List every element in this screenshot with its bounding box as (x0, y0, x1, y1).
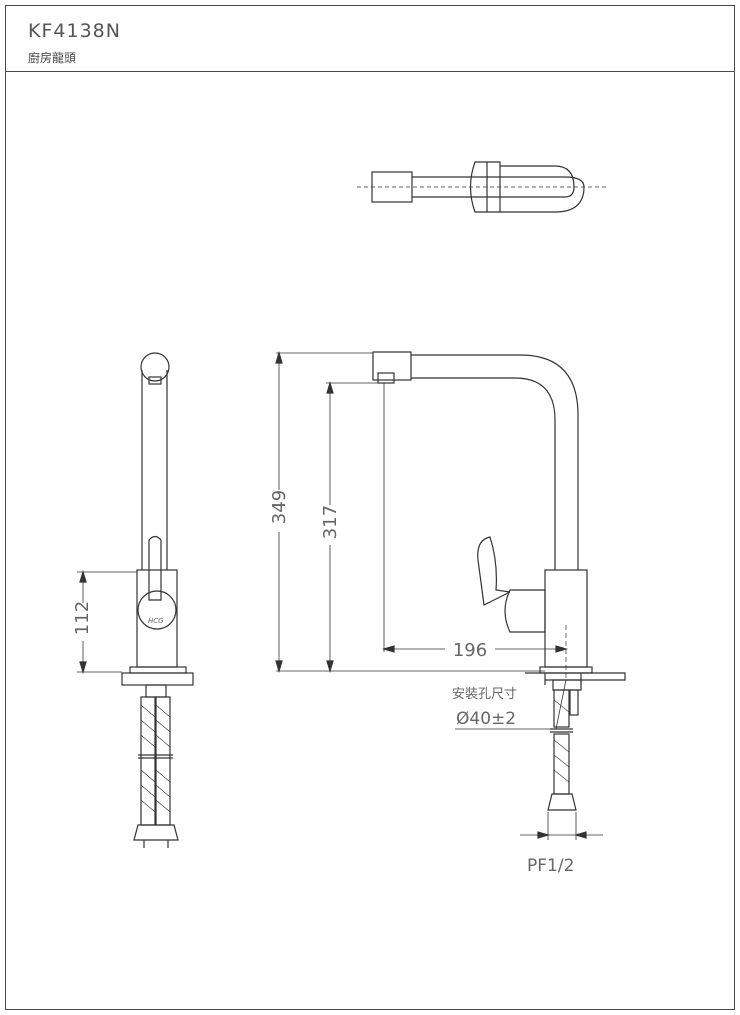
model-number: KF4138N (28, 20, 121, 42)
side-view-handle (477, 536, 511, 606)
product-category: 廚房龍頭 (28, 51, 77, 65)
side-view-hose (553, 689, 570, 728)
front-view-hose-nut (133, 824, 179, 841)
front-view-deck-plate (121, 672, 194, 686)
thread-size-label: PF1/2 (527, 856, 574, 876)
front-view-cartridge (137, 590, 177, 630)
install-hole-size: Ø40±2 (456, 709, 516, 729)
side-view-countertop (525, 672, 626, 681)
dim-label-317: 317 (320, 505, 341, 539)
front-view-handle (148, 535, 162, 601)
top-view (357, 161, 606, 213)
dim-label-349: 349 (269, 490, 290, 524)
title-block: KF4138N 廚房龍頭 (6, 6, 734, 72)
install-hole-label: 安裝孔尺寸 (452, 687, 517, 702)
top-view-handle (469, 161, 501, 213)
top-view-spout-head (371, 171, 413, 203)
side-view-spout-head (372, 351, 412, 381)
install-hole-leader (555, 679, 567, 730)
side-view (275, 350, 626, 840)
side-view-cartridge-cap (504, 589, 546, 633)
dim-label-112: 112 (72, 601, 93, 635)
hcg-logo: HCG (148, 617, 164, 625)
dim-label-196: 196 (453, 640, 487, 661)
front-view-spout-tip (140, 352, 170, 382)
side-view-hose-nut (547, 793, 577, 811)
front-view (77, 352, 194, 848)
drawing-sheet: KF4138N 廚房龍頭 (5, 5, 735, 1010)
